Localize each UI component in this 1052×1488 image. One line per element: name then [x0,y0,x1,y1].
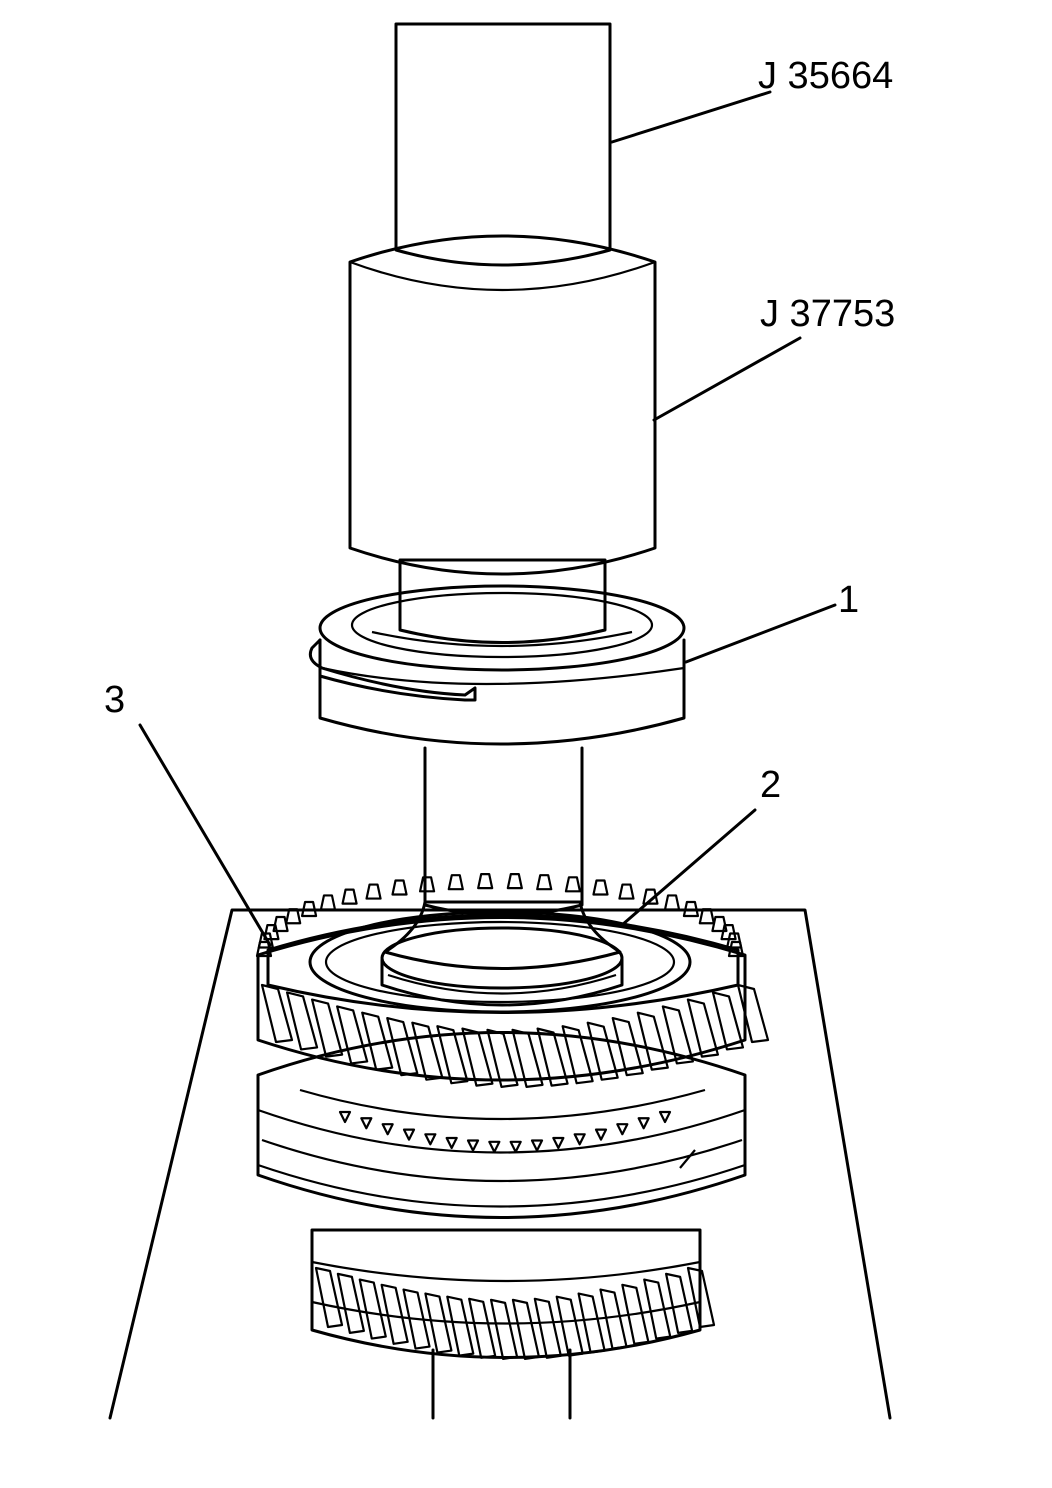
gear-tooth [536,1027,569,1087]
gear-tooth [736,983,770,1044]
puller-shaft-tool [394,22,612,267]
sync-key [488,1140,501,1153]
gear-crown-tooth [642,888,659,905]
gear-crown-tooth [727,940,745,958]
gear-tooth [461,1027,494,1087]
label-item-2: 2 [760,764,781,806]
gear-tooth [436,1025,469,1085]
lower-gear-tooth [446,1295,475,1357]
sync-key [509,1140,522,1153]
gear-tooth [561,1025,594,1085]
upper-helical-gear [255,873,770,1088]
bearing [308,584,686,746]
gear-crown-tooth [391,879,408,896]
lower-gear-tooth [577,1292,606,1354]
lower-gear-tooth [402,1288,431,1350]
gear-tooth [586,1021,619,1081]
synchronizer-keys [338,1110,672,1153]
lower-gear-tooth [358,1278,387,1340]
sync-key [573,1133,586,1146]
lower-gear-tooth [665,1272,694,1334]
gear-tooth [686,998,719,1058]
gear-crown-tooth [477,873,494,890]
gear-tooth [361,1011,394,1071]
bearing-hub [380,900,624,1007]
output-shaft [423,746,584,917]
gear-crown-tooth [698,908,715,925]
gear-tooth [336,1005,369,1065]
lower-gear-tooth [511,1298,541,1360]
gear-tooth [285,991,319,1051]
gear-tooth [636,1011,669,1071]
gear-tooth [311,998,344,1058]
gear-tooth [486,1028,519,1088]
lower-gear-tooth [336,1272,365,1334]
gear-tooth [511,1028,544,1088]
upper-gear-teeth [260,983,770,1088]
label-item-3: 3 [104,679,125,721]
lower-gear-teeth [314,1266,716,1360]
sync-key [594,1128,608,1141]
sync-key [360,1117,373,1130]
sync-key [445,1136,458,1150]
sync-key [466,1139,480,1152]
sync-key [637,1117,650,1130]
sync-key [402,1128,416,1141]
gear-crown-tooth [711,915,728,933]
lower-gear-tooth [489,1298,519,1360]
gear-tooth [411,1021,444,1081]
lower-gear-tooth [555,1295,584,1357]
gear-crown-tooth [319,894,337,911]
gear-crown-tooth [592,879,609,896]
lower-gear-tooth [468,1297,497,1359]
lower-gear-tooth [599,1288,628,1350]
lower-gear-tooth [424,1292,453,1354]
lower-gear-tooth [643,1278,672,1340]
lower-gear-tooth [314,1266,344,1329]
synchronizer-sleeve [256,1031,747,1219]
gear-crown-tooth [720,923,737,941]
gear-crown-tooth [564,876,582,893]
label-j35664: J 35664 [758,55,893,97]
gear-crown-tooth [663,894,681,911]
gear-tooth [386,1017,419,1077]
lower-helical-gear [310,1228,716,1420]
upper-gear-top-teeth [255,873,745,958]
gear-crown-tooth [506,873,523,890]
gear-tooth [711,991,745,1051]
gear-crown-tooth [418,876,436,893]
press-bed-outline [108,908,892,1420]
sync-key [338,1110,352,1124]
gear-tooth [661,1005,694,1065]
gear-crown-tooth [365,883,382,900]
lower-gear-tooth [533,1297,562,1359]
gear-crown-tooth [300,900,318,918]
gear-crown-tooth [726,932,743,949]
gear-crown-tooth [285,908,302,925]
gear-crown-tooth [618,883,635,900]
lower-gear-tooth [686,1266,716,1329]
gear-crown-tooth [536,874,553,891]
sync-key [552,1136,565,1150]
label-j37753: J 37753 [760,293,895,335]
gear-crown-tooth [341,888,358,905]
installer-sleeve-tool [348,234,657,644]
gear-crown-tooth [447,874,464,891]
sync-key [658,1110,672,1124]
gear-crown-tooth [257,932,274,949]
gear-crown-tooth [272,915,289,933]
sync-key [424,1133,437,1146]
lower-gear-tooth [621,1283,650,1345]
gear-tooth [260,983,294,1044]
leader-lines [138,90,837,947]
gear-tooth [611,1017,644,1077]
sync-key [381,1123,394,1136]
sync-key [616,1123,629,1136]
sync-key [530,1139,544,1152]
gear-crown-tooth [682,900,700,918]
label-item-1: 1 [838,579,859,621]
lower-gear-tooth [380,1283,409,1345]
